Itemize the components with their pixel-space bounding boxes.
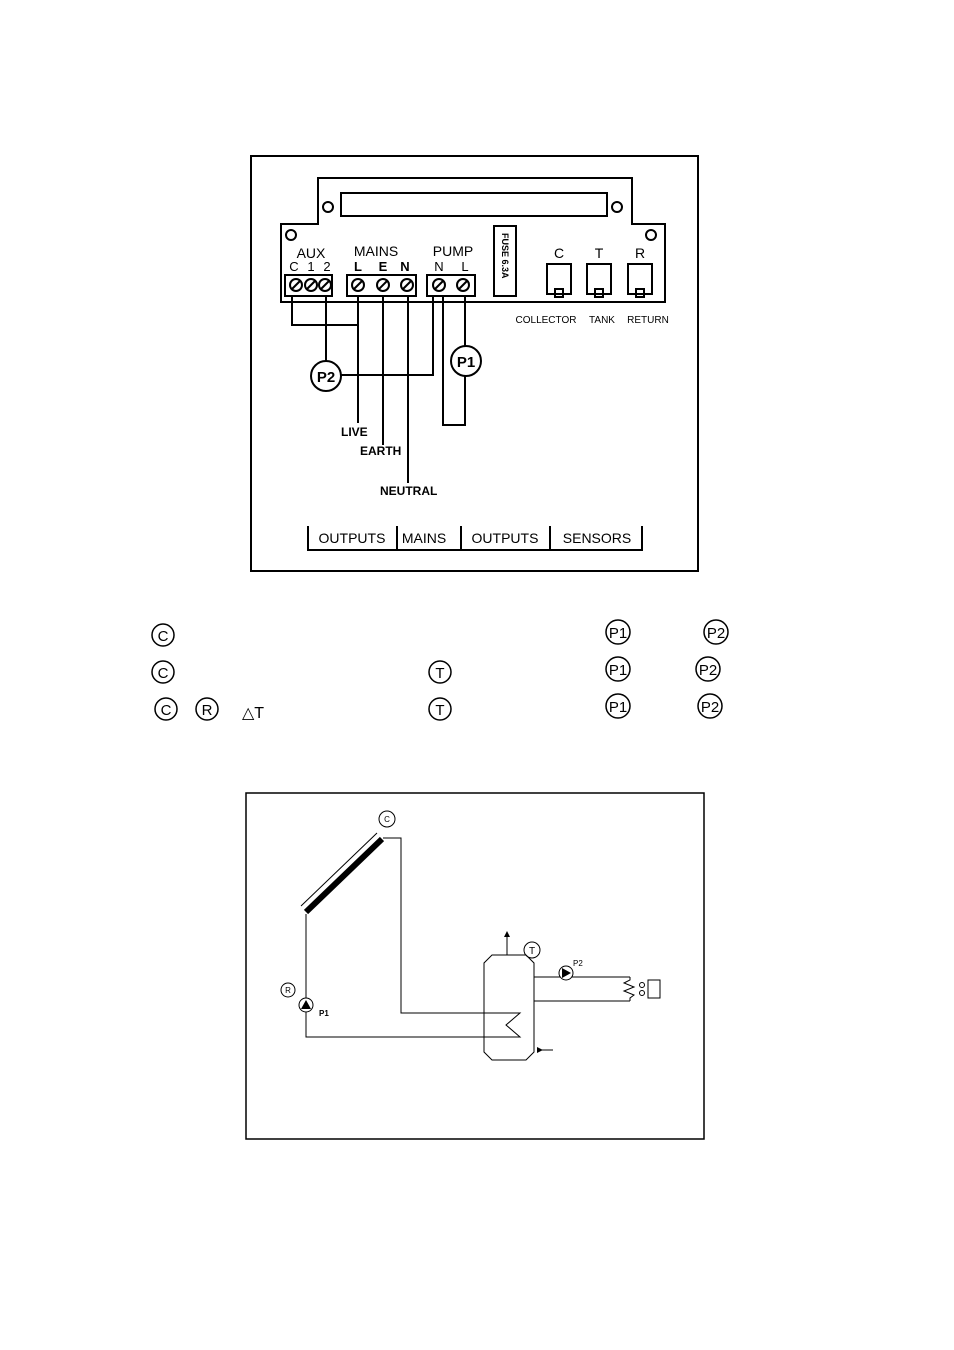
legend-symbol: P1 — [609, 699, 627, 716]
footer-dividers — [307, 526, 643, 551]
legend-symbol: P1 — [609, 625, 627, 642]
sensor-caption: TANK — [589, 315, 615, 326]
controller-board-outline — [280, 177, 666, 303]
sensor-letter-collector: C — [554, 245, 564, 261]
footer-label: OUTPUTS — [319, 530, 386, 546]
schematic-frame — [245, 792, 705, 1140]
legend-symbol: P2 — [699, 662, 717, 679]
collector-sensor-label: C — [384, 815, 390, 824]
sensor-letter-tank: T — [595, 245, 604, 261]
pump-p1-label: P1 — [457, 354, 475, 371]
fan-icon — [639, 990, 645, 996]
legend-symbol: T — [435, 665, 444, 682]
wiring-lines — [291, 296, 466, 483]
pump-pin-label: L — [461, 259, 468, 274]
terminal-screws — [289, 278, 470, 292]
pump-p2-label: P2 — [317, 369, 335, 386]
pump-pin-label: N — [434, 259, 443, 274]
legend-symbol: P2 — [701, 699, 719, 716]
aux-title: AUX — [297, 245, 326, 261]
aux-pin-label: 1 — [307, 259, 314, 274]
wiring-panel-frame — [250, 155, 699, 572]
tank-sensor-circle — [523, 941, 541, 959]
fuse-label: FUSE 6.3A — [500, 233, 510, 279]
legend-symbol-circle — [695, 656, 721, 682]
pump-p1-label: P1 — [319, 1009, 329, 1018]
return-sensor-label: R — [285, 986, 291, 995]
sensor-sockets — [546, 263, 653, 298]
pump-p1-arrow-icon — [301, 1000, 311, 1009]
return-sensor-circle — [280, 982, 296, 998]
mains-pin-label: N — [400, 259, 409, 274]
legend-symbol: P2 — [707, 625, 725, 642]
fan-housing-icon — [647, 979, 661, 999]
wiring-panel: AUX C 1 2 MAINS L E N PUMP N L FUSE 6.3A — [250, 155, 699, 572]
legend-symbol-circle — [605, 693, 631, 719]
solar-collector — [303, 836, 385, 915]
legend-symbol: C — [161, 702, 172, 719]
sensor-letter-return: R — [635, 245, 645, 261]
solar-collector-edge — [300, 832, 378, 907]
legend: C P1 P2 C T P1 P2 C R △T T P1 P2 — [151, 619, 729, 722]
legend-symbol-circle — [605, 656, 631, 682]
legend-symbol-circle — [428, 660, 452, 684]
pump-p1-symbol — [450, 345, 482, 377]
pump-p2-arrow-icon — [562, 968, 571, 978]
mounting-hole — [322, 201, 334, 213]
legend-symbol-circle — [195, 697, 219, 721]
pump-title: PUMP — [433, 243, 473, 259]
legend-symbol-circle — [428, 697, 452, 721]
wire-live-label: LIVE — [341, 425, 368, 439]
mounting-hole — [645, 229, 657, 241]
pump-terminal-block — [426, 274, 476, 297]
legend-symbol-circle — [151, 660, 175, 684]
legend-symbol: T — [435, 702, 444, 719]
wire-neutral-label: NEUTRAL — [380, 484, 437, 498]
sensor-caption: RETURN — [627, 315, 669, 326]
legend-symbol-circle — [605, 619, 631, 645]
aux-terminal-block — [284, 274, 333, 297]
legend-symbol-circle — [154, 697, 178, 721]
legend-symbol-circle — [151, 623, 175, 647]
aux-pin-label: 2 — [323, 259, 330, 274]
display-window — [340, 192, 608, 217]
wire-earth-label: EARTH — [360, 444, 401, 458]
mounting-hole — [285, 229, 297, 241]
pump-p2-symbol — [310, 360, 342, 392]
legend-delta-t: △T — [242, 705, 264, 722]
legend-symbol: C — [158, 628, 169, 645]
tank-sensor-label: T — [529, 946, 535, 957]
footer-label: OUTPUTS — [472, 530, 539, 546]
legend-symbol-circle — [703, 619, 729, 645]
collector-sensor-circle — [378, 810, 396, 828]
legend-symbol: R — [202, 702, 213, 719]
pipework — [305, 837, 630, 1053]
legend-symbol: P1 — [609, 662, 627, 679]
aux-pin-label: C — [289, 259, 298, 274]
fuse — [493, 225, 517, 297]
legend-symbol: C — [158, 665, 169, 682]
footer-label: MAINS — [402, 530, 446, 546]
mains-pin-label: L — [354, 259, 362, 274]
storage-tank — [483, 954, 535, 1061]
system-schematic: C T P2 P1 R — [245, 792, 705, 1140]
mains-title: MAINS — [354, 243, 398, 259]
pump-p2-label: P2 — [573, 959, 583, 968]
mains-terminal-block — [346, 274, 417, 297]
mains-pin-label: E — [379, 259, 388, 274]
legend-symbol-circle — [697, 693, 723, 719]
footer-label: SENSORS — [563, 530, 631, 546]
mounting-hole — [611, 201, 623, 213]
fan-icon — [639, 982, 645, 988]
radiator-coil-icon — [622, 977, 636, 1001]
sensor-caption: COLLECTOR — [516, 315, 577, 326]
